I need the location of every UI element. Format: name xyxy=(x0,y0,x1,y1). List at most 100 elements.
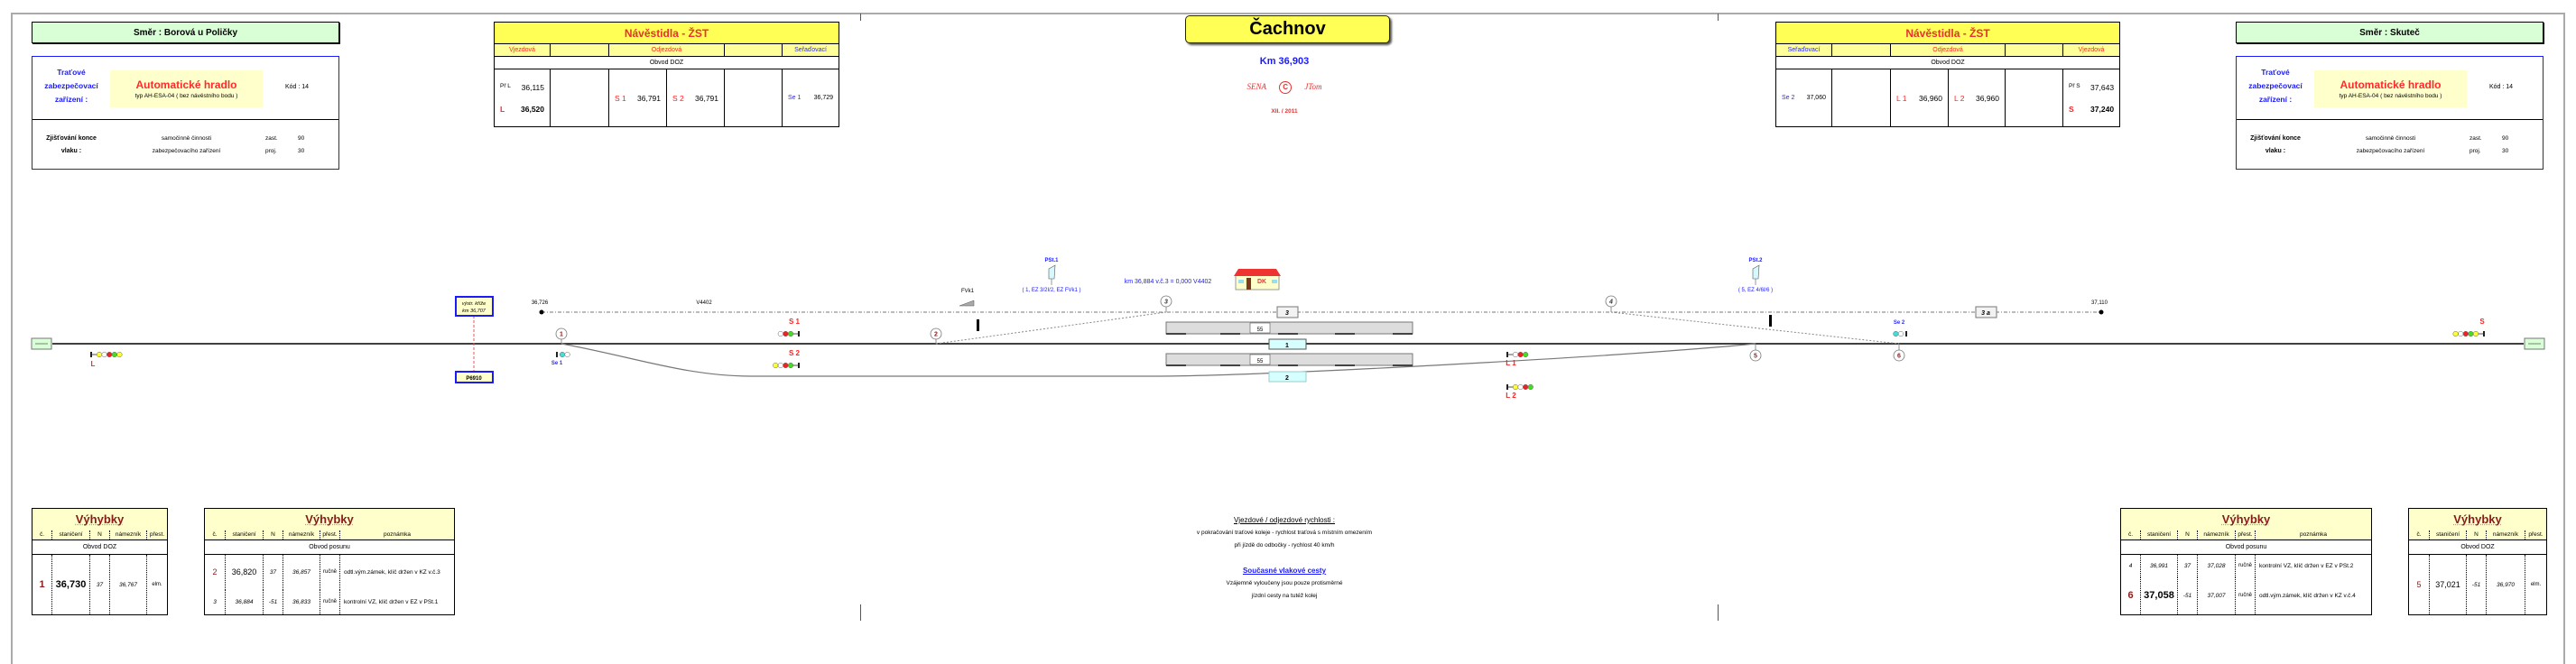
author-right: JTom xyxy=(1304,82,1322,91)
clearance-marker-icon xyxy=(1769,315,1772,327)
detect-label: Zjišťování konce xyxy=(46,135,97,142)
track-label-box xyxy=(1276,306,1299,318)
platform-2: 55 xyxy=(1165,353,1413,366)
crossing-id-box xyxy=(455,371,494,383)
mode-label: zast. xyxy=(265,135,278,142)
signal-l[interactable]: L xyxy=(90,351,123,368)
switch-km: 36,730 xyxy=(51,554,90,615)
track-label: 3 xyxy=(1285,310,1289,317)
signal-name: L 1 xyxy=(1896,93,1907,103)
signal-l1[interactable]: L 1 xyxy=(1506,351,1529,367)
copyright-icon: C xyxy=(1279,81,1293,94)
switch-table-title: Výhybky xyxy=(2408,508,2547,530)
switch-number: 4 xyxy=(1608,300,1613,306)
signal-label: L 2 xyxy=(1506,392,1516,400)
switch-note: odtl.vým.zámek, klíč držen v KZ v.č.3 xyxy=(338,554,455,590)
speed-line: v pokračování traťové koleje - rychlost … xyxy=(1196,530,1373,536)
switch-op: elm. xyxy=(2524,554,2547,615)
circuit-label: Obvod posunu xyxy=(2120,540,2372,555)
switch-op: ručně xyxy=(2235,576,2256,615)
signal-lamp xyxy=(2452,330,2459,337)
signal-label: S xyxy=(2479,318,2485,326)
author-left: SENA xyxy=(1246,82,1266,91)
signal-lamp xyxy=(559,351,566,358)
col-limit: námezník xyxy=(2197,530,2236,540)
switch-n: 37 xyxy=(263,554,283,590)
post-name: PSt.2 xyxy=(1748,258,1763,263)
signal-lamp xyxy=(1517,383,1524,391)
circuit-label: Obvod DOZ xyxy=(2408,540,2547,555)
signal-lamp xyxy=(783,362,789,369)
detect-desc: zabezpečovacího zařízení xyxy=(2356,148,2425,154)
circuit-label: Obvod DOZ xyxy=(1774,56,2121,69)
platform-length: 55 xyxy=(1257,359,1264,364)
building-label: DK xyxy=(1257,279,1266,285)
signal-label: L 1 xyxy=(1506,359,1516,367)
switch-note: odtl.vým.zámek, klíč držen v KZ v.č.4 xyxy=(2254,576,2372,615)
switch-n: 37 xyxy=(2177,554,2198,577)
switch-5[interactable]: 5 xyxy=(1749,344,1762,362)
switch-n: -51 xyxy=(2177,576,2198,615)
col-n: N xyxy=(89,530,110,540)
col-no: č. xyxy=(2120,530,2141,540)
frame-top xyxy=(11,13,2565,14)
switch-limit: 36,857 xyxy=(283,554,320,590)
signal-s[interactable]: S xyxy=(2452,318,2486,337)
switch-limit: 37,007 xyxy=(2197,576,2236,615)
signal-km: 36,960 xyxy=(1976,93,1999,103)
signal-lamp xyxy=(783,330,789,337)
signal-lamp xyxy=(787,330,794,337)
switch-3[interactable]: 3 xyxy=(1160,295,1172,312)
track-2 xyxy=(561,343,1756,377)
switch-4[interactable]: 4 xyxy=(1605,295,1617,312)
switch-limit: 36,767 xyxy=(109,554,147,615)
station-km: Km 36,903 xyxy=(1259,56,1310,67)
switch-km: 37,021 xyxy=(2429,554,2467,615)
signal-km: 36,791 xyxy=(637,93,661,103)
signal-s1[interactable]: S 1 xyxy=(777,318,801,337)
signal-lamp xyxy=(96,351,103,358)
signal-l2[interactable]: L 2 xyxy=(1506,383,1534,400)
switch-op: elm. xyxy=(145,554,168,615)
switch-number: 6 xyxy=(1897,354,1901,360)
frame-tick xyxy=(860,14,861,21)
col-n: N xyxy=(263,530,283,540)
block-title-line: zařízení : xyxy=(2258,95,2293,104)
signal-km: 36,729 xyxy=(813,95,834,101)
post-pst1: PSt.1 ( 1, EZ 3/2I/2, EZ FVk1 ) xyxy=(1022,258,1080,293)
signal-se1[interactable]: Se 1 xyxy=(551,351,570,366)
signal-lamp xyxy=(1523,383,1529,391)
col-note: poznámka xyxy=(2254,530,2372,540)
post-pst2: PSt.2 ( 5, EZ 4/6I/6 ) xyxy=(1738,258,1773,293)
switch-1[interactable]: 1 xyxy=(555,327,568,344)
header-exit: Odjezdová xyxy=(608,43,725,57)
signal-s2[interactable]: S 2 xyxy=(773,349,801,369)
mode-value: 30 xyxy=(298,148,305,154)
signal-lamp xyxy=(1897,330,1904,337)
signals-title: Návěstidla - ŽST xyxy=(1775,22,2120,44)
signal-km: 36,520 xyxy=(521,104,544,114)
col-no: č. xyxy=(2408,530,2430,540)
block-name: Automatické hradlo xyxy=(135,78,237,91)
frame-right xyxy=(2563,14,2565,664)
signal-label: S 2 xyxy=(789,349,801,357)
switch-no: 6 xyxy=(2120,576,2141,615)
siding-end-km: 37,110 xyxy=(2091,300,2108,306)
switch-2[interactable]: 2 xyxy=(930,327,942,344)
col-chainage: staničení xyxy=(2140,530,2178,540)
speed-title: Vjezdové / odjezdové rychlosti : xyxy=(1233,516,1336,524)
signal-name: Se 1 xyxy=(788,95,802,101)
switch-number: 3 xyxy=(1164,300,1168,306)
switch-6[interactable]: 6 xyxy=(1893,344,1905,362)
signal-km: 36,115 xyxy=(521,82,544,92)
date: XII. / 2011 xyxy=(1271,108,1298,115)
derail-icon xyxy=(959,300,975,307)
signal-se2[interactable]: Se 2 xyxy=(1893,320,1907,337)
